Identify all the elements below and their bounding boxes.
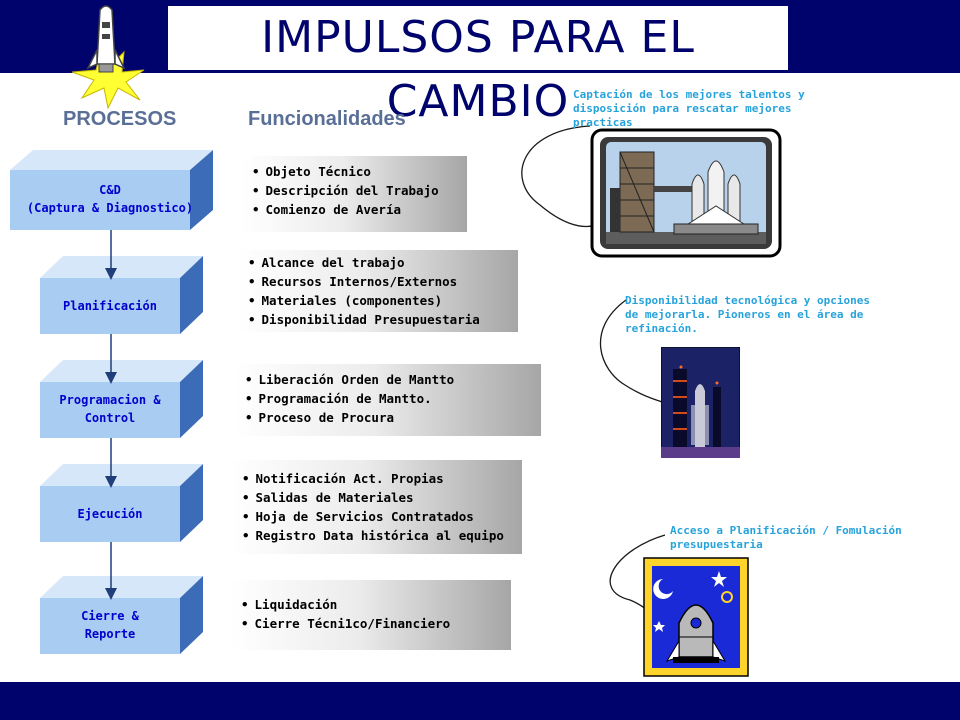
rocket-burst-icon [71,5,145,110]
list-item: Recursos Internos/Externos [248,272,510,291]
space-shuttle-launchpad-tv-icon [590,128,782,258]
list-item: Hoja de Servicios Contratados [242,507,514,526]
list-item: Disponibilidad Presupuestaria [248,310,510,329]
process-block-cd [10,150,213,230]
process-label-cierre: Cierre &Reporte [81,609,139,641]
list-item: Comienzo de Avería [252,200,459,219]
header-bar: IMPULSOS PARA EL CAMBIO [0,0,960,127]
night-launch-tower-icon [661,347,740,458]
process-block-planificacion [40,256,203,334]
functionalities-heading: Funcionalidades [248,108,406,130]
list-item: Proceso de Procura [245,408,533,427]
list-item: Materiales (componentes) [248,291,510,310]
list-item: Alcance del trabajo [248,253,510,272]
process-label-planificacion: Planificación [63,299,157,313]
list-item: Liquidación [241,595,503,614]
functionality-box-planificacion: Alcance del trabajo Recursos Internos/Ex… [238,250,518,332]
list-item: Registro Data histórica al equipo [242,526,514,545]
functionality-box-ejecucion: Notificación Act. Propias Salidas de Mat… [232,460,522,554]
process-block-cierre [40,576,203,654]
list-item: Descripción del Trabajo [252,181,459,200]
rocket-stars-moon-icon [643,557,749,677]
list-item: Notificación Act. Propias [242,469,514,488]
list-item: Objeto Técnico [252,162,459,181]
process-label-ejecucion: Ejecución [77,507,143,521]
footer-bar [0,682,960,720]
process-block-ejecucion [40,464,203,542]
functionality-box-cierre: Liquidación Cierre Técni1co/Financiero [231,580,511,650]
page-title: IMPULSOS PARA EL CAMBIO [168,6,788,127]
list-item: Salidas de Materiales [242,488,514,507]
list-item: Cierre Técni1co/Financiero [241,614,503,633]
processes-heading: PROCESOS [63,108,177,130]
list-item: Programación de Mantto. [245,389,533,408]
functionality-box-cd: Objeto Técnico Descripción del Trabajo C… [242,156,467,232]
process-label-cd: C&D(Captura & Diagnostico) [26,183,194,215]
process-block-programacion [40,360,203,438]
functionality-box-programacion: Liberación Orden de Mantto Programación … [235,364,541,436]
process-label-programacion: Programacion &Control [59,393,161,425]
process-flow [10,150,213,654]
list-item: Liberación Orden de Mantto [245,370,533,389]
